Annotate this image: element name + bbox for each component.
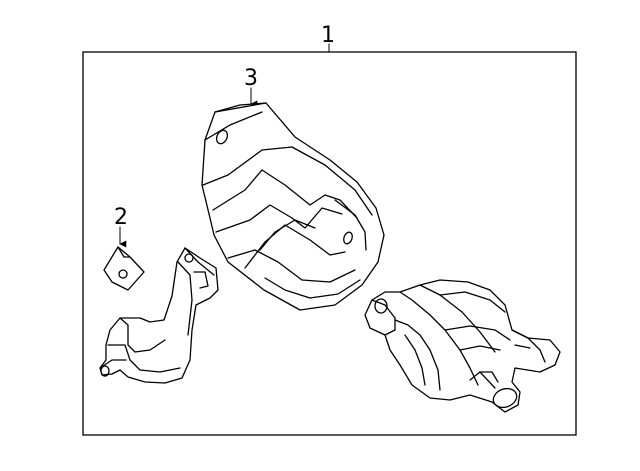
part-2-clip xyxy=(103,246,145,291)
callout-2-label: 2 xyxy=(114,205,128,230)
electric-water-pump xyxy=(364,279,561,413)
mounting-bracket xyxy=(99,247,219,384)
part-3-cover xyxy=(201,102,385,311)
callout-3-label: 3 xyxy=(244,66,258,91)
callout-1-label: 1 xyxy=(321,23,335,48)
assembly-frame xyxy=(82,51,577,436)
